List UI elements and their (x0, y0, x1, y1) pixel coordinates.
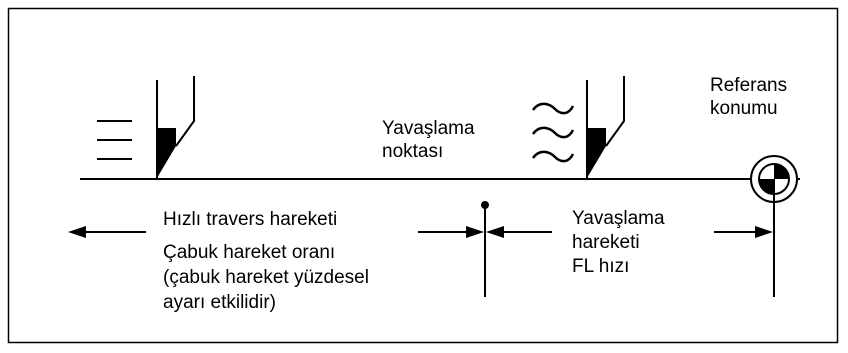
deceleration-motion-line-1: Yavaşlama (572, 208, 665, 229)
deceleration-motion-label: Yavaşlama hareketi FL hızı (572, 207, 665, 279)
speed-lines-icon (97, 120, 132, 160)
diagram-frame (7, 7, 839, 344)
deceleration-motion-line-2: hareketi (572, 232, 640, 253)
reference-position-line-2: konumu (710, 98, 778, 119)
deceleration-motion-line-3: FL hızı (572, 256, 630, 277)
tool-icon (586, 76, 625, 178)
deceleration-point-marker (481, 201, 489, 297)
rapid-traverse-label: Hızlı travers hareketi Çabuk hareket ora… (163, 207, 369, 315)
rapid-traverse-line-1: Hızlı travers hareketi (163, 209, 338, 230)
rapid-traverse-arrow (68, 226, 146, 238)
tool-icon (156, 76, 195, 178)
rapid-traverse-line-4: ayarı etkilidir) (163, 292, 276, 313)
deceleration-point-line-1: Yavaşlama (382, 118, 475, 139)
deceleration-right-arrow (486, 226, 552, 238)
vibration-icon (531, 102, 575, 163)
reference-arrow (714, 226, 773, 238)
deceleration-point-label: Yavaşlama noktası (382, 117, 475, 163)
deceleration-point-line-2: noktası (382, 141, 444, 162)
reference-position-label: Referans konumu (710, 74, 787, 120)
reference-marker-icon (750, 155, 798, 297)
rapid-traverse-line-2: Çabuk hareket oranı (163, 242, 336, 263)
deceleration-left-arrow (418, 226, 484, 238)
reference-position-line-1: Referans (710, 75, 788, 96)
rapid-traverse-line-3: (çabuk hareket yüzdesel (163, 267, 369, 288)
